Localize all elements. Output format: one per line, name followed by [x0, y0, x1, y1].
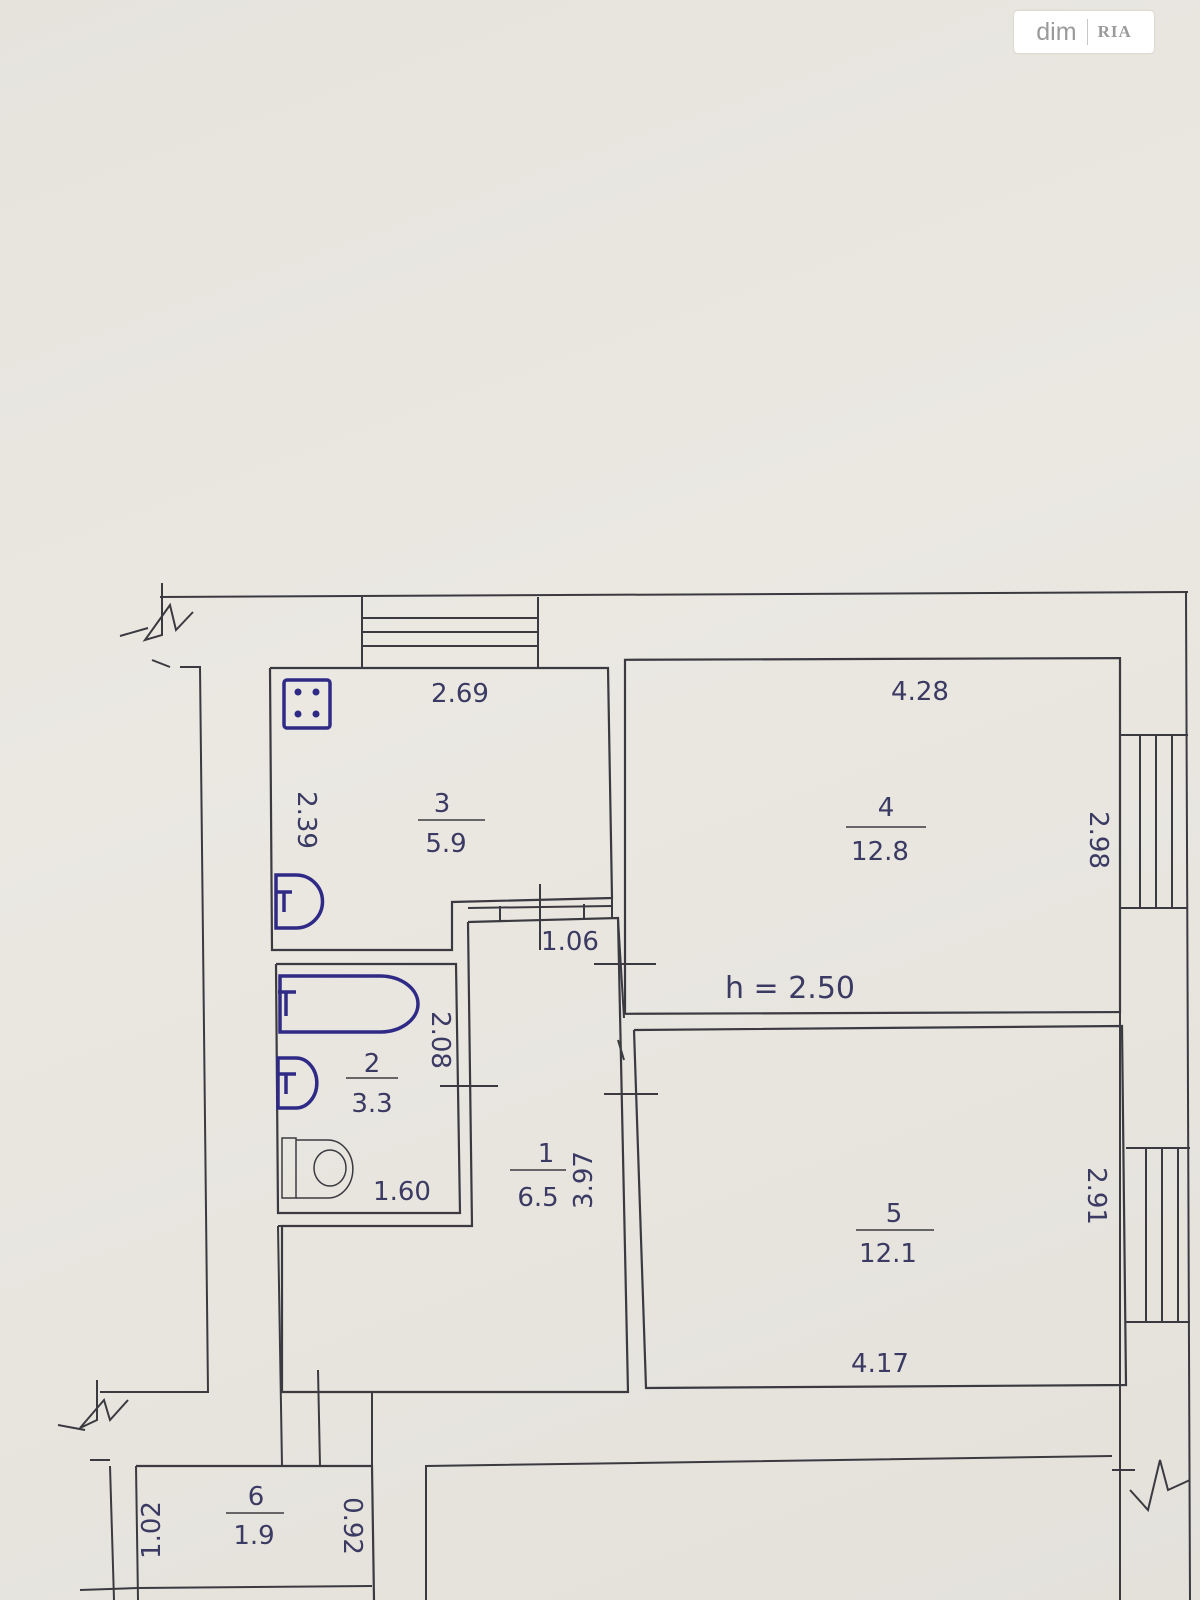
fraction-lines: [226, 819, 934, 1514]
room-5-number: 5: [886, 1199, 903, 1229]
room-5-area: 12.1: [859, 1239, 917, 1269]
bathroom-sink-icon: [276, 1056, 319, 1110]
dim-room-6-right: 0.92: [337, 1497, 367, 1555]
dim-room-5-width: 4.17: [851, 1349, 909, 1379]
dim-door-width: 1.06: [541, 927, 599, 957]
ceiling-height: h = 2.50: [725, 971, 855, 1006]
dim-room-2-height: 2.08: [425, 1011, 455, 1069]
room-2-area: 3.3: [351, 1089, 392, 1119]
outer-walls: [100, 591, 1191, 1600]
dim-room-3-width: 2.69: [431, 679, 489, 709]
dim-room-2-width: 1.60: [373, 1177, 431, 1207]
room-6-walls: [79, 1225, 1113, 1600]
bathtub-icon: [278, 974, 420, 1034]
watermark-dim: dim: [1036, 17, 1077, 46]
dim-room-4-height: 2.98: [1083, 811, 1113, 869]
dim-room-1-height: 3.97: [569, 1151, 599, 1209]
dimria-watermark: dim RIA: [1014, 11, 1154, 53]
room-6-area: 1.9: [233, 1521, 274, 1551]
dim-room-3-height: 2.39: [291, 791, 321, 849]
room-1-number: 1: [538, 1139, 555, 1169]
room-4-walls: [611, 656, 1122, 1015]
dim-room-6-left: 1.02: [137, 1501, 167, 1559]
break-symbol-bottom-left: [57, 1380, 129, 1461]
watermark-ria: RIA: [1097, 22, 1132, 41]
door-marks: [440, 884, 658, 1095]
dim-room-4-width: 4.28: [891, 677, 949, 707]
window-right-upper: [1120, 734, 1188, 909]
window-right-lower: [1126, 1147, 1190, 1323]
toilet-icon: [281, 1137, 354, 1199]
break-symbol-top-left: [119, 583, 194, 668]
room-4-area: 12.8: [851, 837, 909, 867]
dim-room-5-height: 2.91: [1081, 1167, 1111, 1225]
room-6-number: 6: [248, 1482, 265, 1512]
watermark-divider: [1086, 19, 1088, 45]
room-4-number: 4: [878, 793, 895, 823]
room-3-area: 5.9: [425, 829, 466, 859]
sink-icon: [274, 873, 325, 930]
stove-icon: [282, 678, 332, 730]
window-top: [361, 597, 539, 667]
room-2-number: 2: [364, 1049, 381, 1079]
room-1-walls: [280, 905, 630, 1394]
break-symbol-bottom-right: [1112, 1459, 1191, 1513]
room-3-walls: [268, 666, 614, 952]
room-1-area: 6.5: [517, 1183, 558, 1213]
room-3-number: 3: [434, 789, 451, 819]
room-5-walls: [632, 1024, 1128, 1390]
